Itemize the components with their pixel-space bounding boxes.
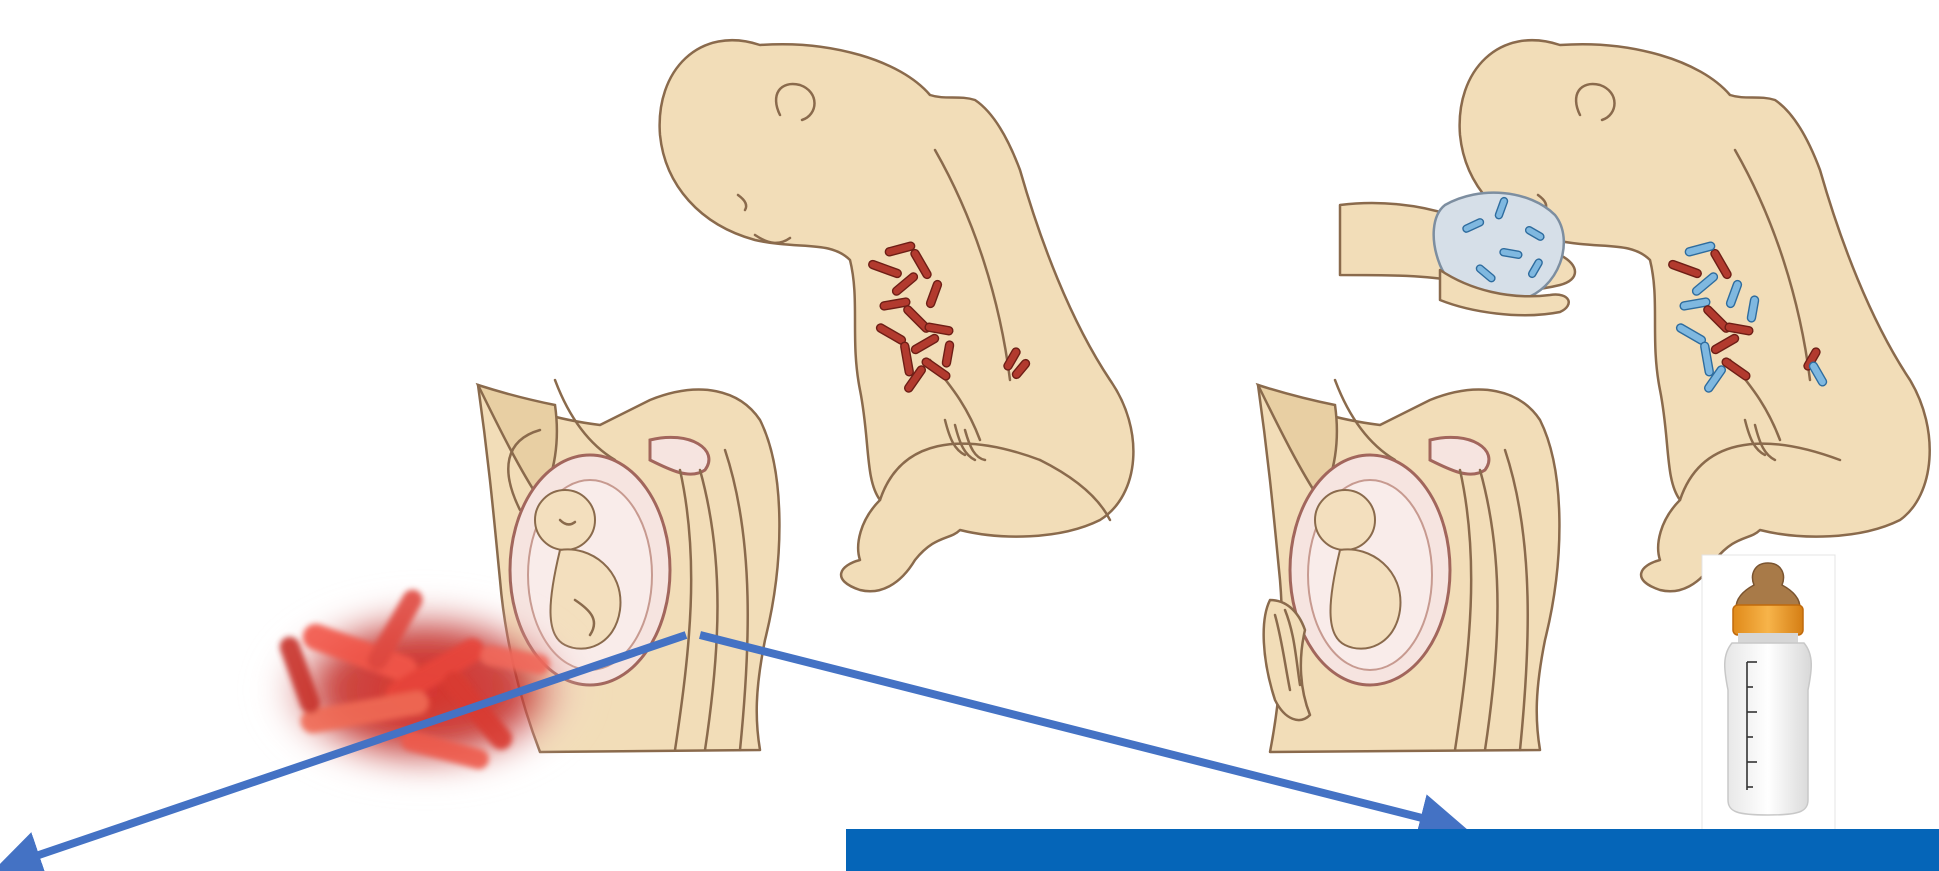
baby-bottle-icon — [1702, 555, 1835, 833]
hand-with-cloth — [1340, 193, 1575, 316]
mother-cross-section-right — [1258, 380, 1559, 752]
bottom-bar — [846, 829, 1939, 871]
